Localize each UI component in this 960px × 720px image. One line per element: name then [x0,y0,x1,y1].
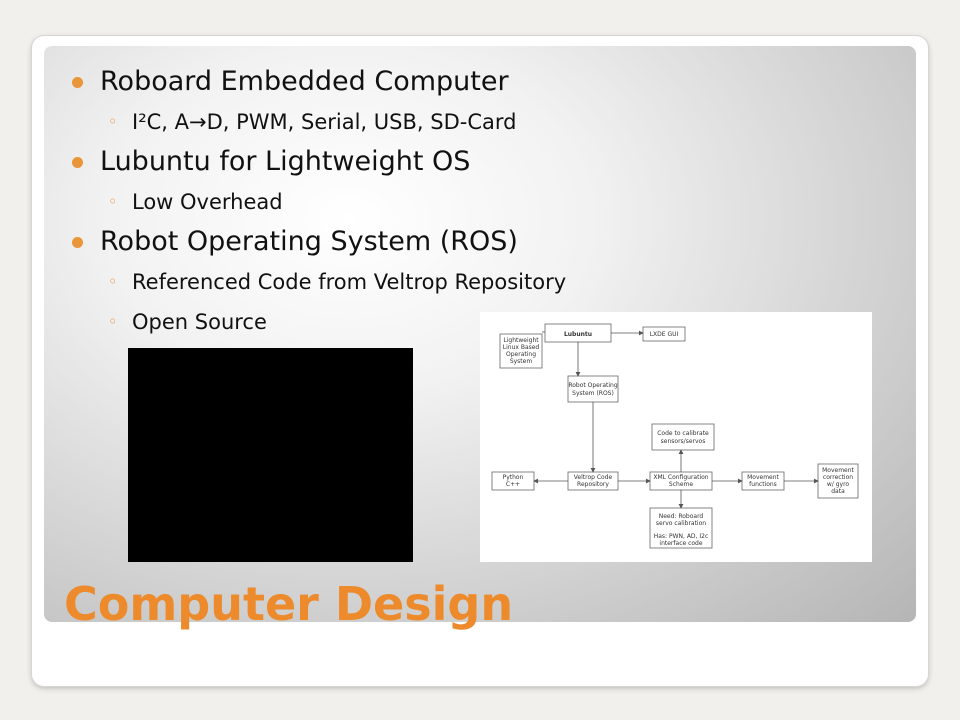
linux-label-1: Lightweight [503,337,539,344]
ros-label-2: System (ROS) [572,390,614,397]
sub-bullet-text: I²C, A→D, PWM, Serial, USB, SD-Card [132,110,517,134]
sub-bullet-low-overhead: ◦ Low Overhead [100,182,566,222]
need-label-2: servo calibration [656,520,706,527]
bullet-dot-icon [72,157,83,168]
need-label-4: interface code [659,540,702,547]
need-label-1: Need: Roboard [659,513,704,520]
sub-bullet-veltrop: ◦ Referenced Code from Veltrop Repositor… [100,262,566,302]
sub-bullet-text: Low Overhead [132,190,283,214]
slide-title: Computer Design [64,577,514,631]
calibrate-label-2: sensors/servos [661,438,706,445]
sub-bullet-circle-icon: ◦ [108,192,118,211]
bullet-text: Robot Operating System (ROS) [100,226,518,257]
python-label-2: C++ [506,481,520,488]
bullet-list: Roboard Embedded Computer ◦ I²C, A→D, PW… [72,62,566,342]
linux-label-3: Operating [506,351,536,358]
bullet-text: Lubuntu for Lightweight OS [100,146,471,177]
bullet-ros: Robot Operating System (ROS) [72,222,566,262]
calibrate-box [651,423,715,451]
bullet-roboard: Roboard Embedded Computer [72,62,566,102]
sub-bullet-open-source: ◦ Open Source [100,302,566,342]
correction-box [817,463,859,499]
bullet-dot-icon [72,77,83,88]
lxde-label: LXDE GUI [650,331,679,338]
movement-label-2: functions [749,481,777,488]
python-label-1: Python [503,474,524,481]
ros-label-1: Robot Operating [568,382,617,389]
veltrop-label-2: Repository [577,481,609,488]
correction-label-2: correction [823,474,853,481]
linux-label-4: System [510,358,533,365]
need-label-3: Has: PWN, AD, I2c [654,533,709,540]
bullet-dot-icon [72,237,83,248]
xml-label-2: Scheme [669,481,693,488]
correction-label-3: w/ gyro [827,481,850,488]
bullet-lubuntu: Lubuntu for Lightweight OS [72,142,566,182]
sub-bullet-interfaces: ◦ I²C, A→D, PWM, Serial, USB, SD-Card [100,102,566,142]
veltrop-label-1: Veltrop Code [574,474,613,481]
bullet-text: Roboard Embedded Computer [100,66,509,97]
xml-label-1: XML Configuration [653,474,708,481]
sub-bullet-circle-icon: ◦ [108,312,118,331]
calibrate-label-1: Code to calibrate [657,430,709,437]
sub-bullet-text: Open Source [132,310,267,334]
correction-label-4: data [831,488,845,495]
correction-label-1: Movement [822,467,854,474]
linux-based-box [499,333,543,369]
system-diagram: Lubuntu Lightweight Linux Based Operatin… [480,312,872,562]
lubuntu-label: Lubuntu [564,331,592,338]
system-diagram-svg: Lubuntu Lightweight Linux Based Operatin… [491,323,859,549]
sub-bullet-circle-icon: ◦ [108,112,118,131]
need-box [649,507,713,549]
sub-bullet-text: Referenced Code from Veltrop Repository [132,270,567,294]
movement-label-1: Movement [747,474,779,481]
black-image-placeholder [128,348,413,562]
ros-box [567,375,619,403]
linux-label-2: Linux Based [503,344,540,351]
sub-bullet-circle-icon: ◦ [108,272,118,291]
